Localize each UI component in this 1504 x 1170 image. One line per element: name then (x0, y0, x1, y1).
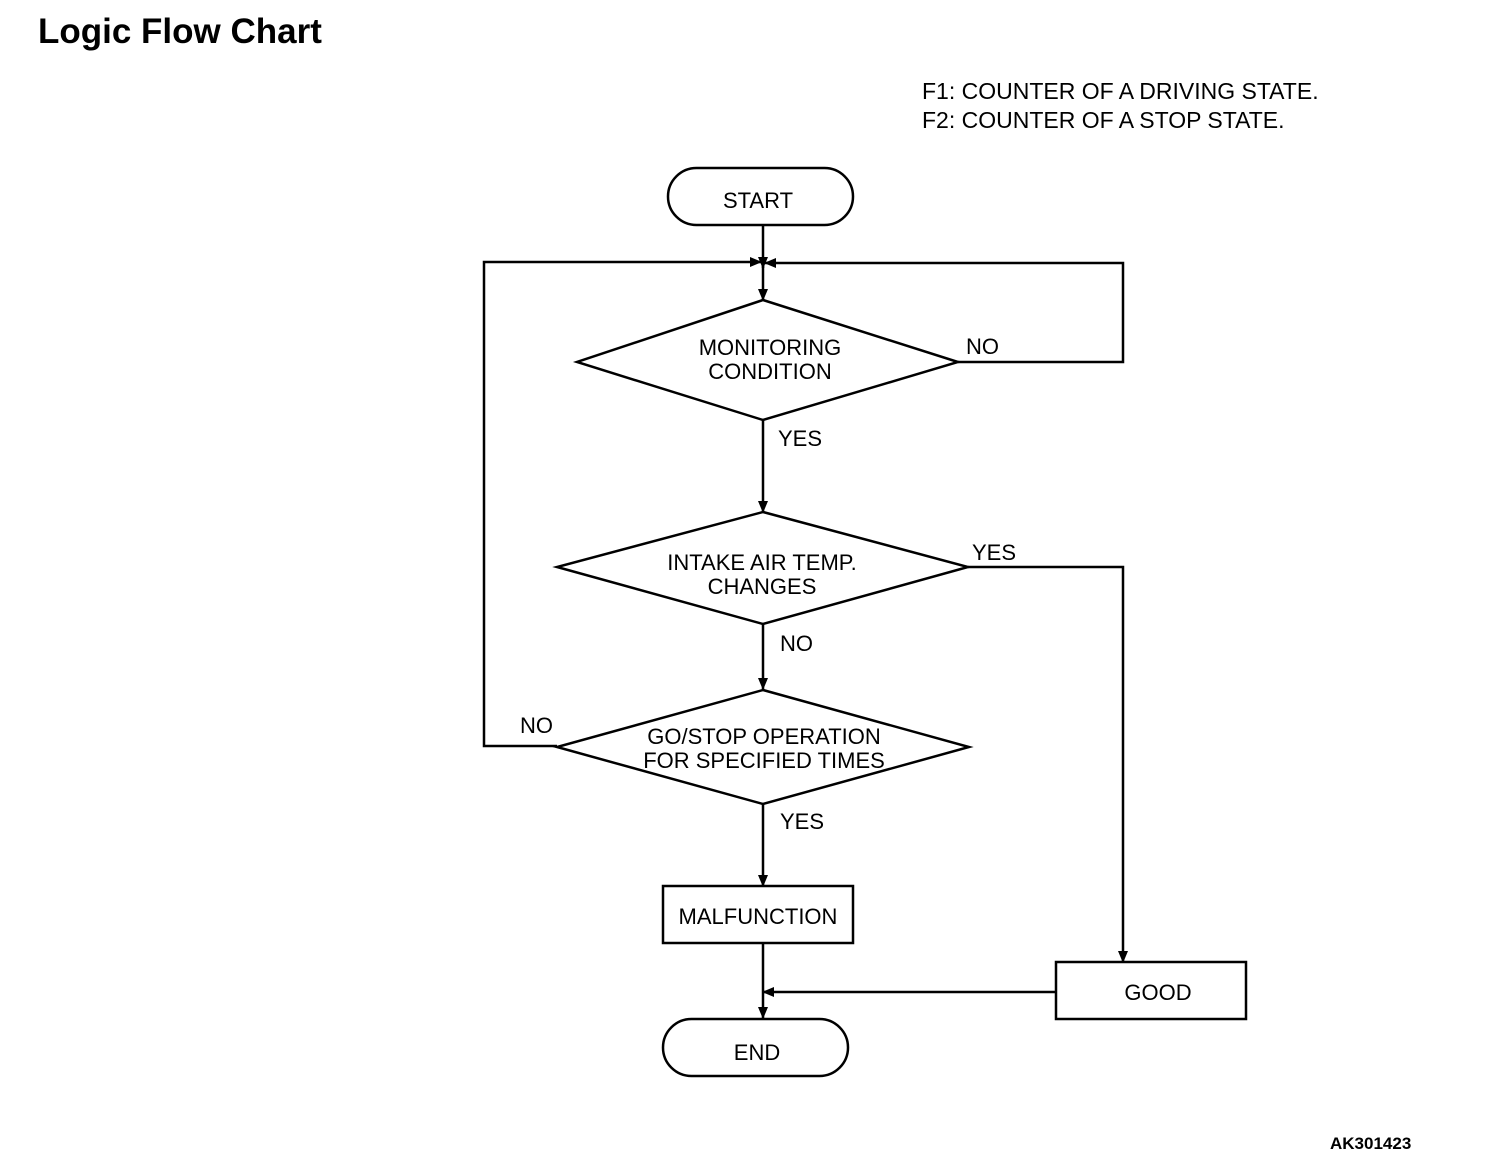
node-malfunction-label: MALFUNCTION (679, 904, 838, 929)
node-gostop-label-line1: GO/STOP OPERATION (647, 724, 881, 749)
node-go-stop-operation: GO/STOP OPERATION FOR SPECIFIED TIMES (552, 688, 974, 806)
node-monitoring-label-line1: MONITORING (699, 335, 842, 360)
edge-label-monitoring-yes: YES (778, 426, 822, 451)
node-gostop-label-line2: FOR SPECIFIED TIMES (643, 748, 885, 773)
edge-label-gostop-no: NO (520, 713, 553, 738)
node-intake-label-line1: INTAKE AIR TEMP. (667, 550, 857, 575)
edge-gostop-no-loop (482, 257, 762, 748)
node-monitoring-label-line2: CONDITION (708, 359, 831, 384)
edge-intake-yes (968, 565, 1128, 963)
node-end-label: END (734, 1040, 780, 1065)
edge-label-intake-yes: YES (972, 540, 1016, 565)
node-monitoring-condition: MONITORING CONDITION (572, 298, 963, 422)
connectors (482, 225, 1128, 1019)
node-intake-air-temp: INTAKE AIR TEMP. CHANGES (552, 510, 973, 626)
edge-label-monitoring-no: NO (966, 334, 999, 359)
edge-label-intake-no: NO (780, 631, 813, 656)
node-good-label: GOOD (1124, 980, 1191, 1005)
legend-item-f2: F2: COUNTER OF A STOP STATE. (922, 107, 1285, 133)
legend-item-f1: F1: COUNTER OF A DRIVING STATE. (922, 78, 1319, 104)
page-title: Logic Flow Chart (38, 12, 322, 51)
node-start-label: START (723, 188, 793, 213)
node-good: GOOD (1054, 960, 1248, 1021)
legend: F1: COUNTER OF A DRIVING STATE. F2: COUN… (922, 77, 1319, 135)
node-start: START (666, 166, 855, 227)
edge-monitoring-no-loop (764, 258, 1125, 364)
node-end: END (661, 1017, 850, 1078)
edge-label-gostop-yes: YES (780, 809, 824, 834)
node-malfunction: MALFUNCTION (661, 884, 855, 945)
figure-id: AK301423 (1330, 1134, 1412, 1153)
node-intake-label-line2: CHANGES (708, 574, 817, 599)
